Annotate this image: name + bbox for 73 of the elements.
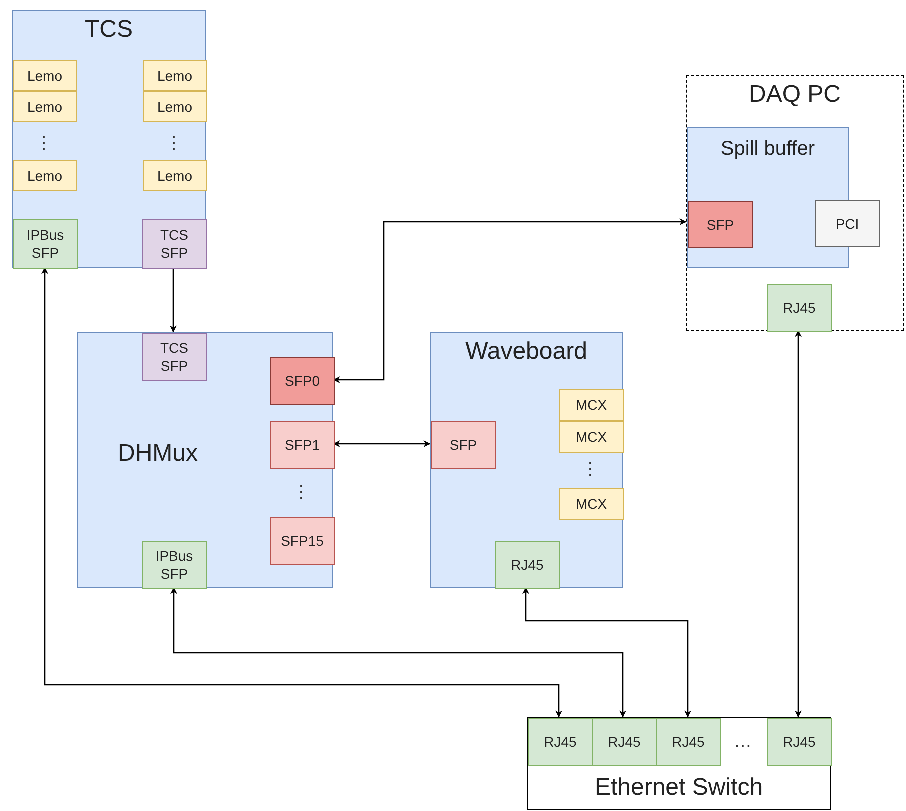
connector-port bbox=[143, 160, 207, 191]
module-box bbox=[12, 10, 206, 268]
module-box bbox=[430, 332, 623, 588]
network-port bbox=[528, 718, 593, 766]
sfp-port bbox=[270, 421, 335, 469]
connector-port bbox=[13, 60, 77, 91]
connector-arrow bbox=[795, 330, 802, 718]
connector-arrow bbox=[42, 267, 562, 718]
connector-port bbox=[559, 488, 624, 520]
node-label: MCX bbox=[574, 495, 608, 514]
network-port bbox=[142, 541, 207, 589]
node-label: RJ45 bbox=[782, 733, 817, 752]
connector-arrow bbox=[522, 587, 692, 718]
ellipsis-label: ⋮ bbox=[164, 132, 184, 155]
node-label: Lemo bbox=[26, 66, 64, 86]
node-label: TCS bbox=[84, 15, 134, 45]
connector-arrow bbox=[170, 587, 626, 718]
connector-arrow bbox=[333, 440, 431, 448]
ellipsis-label: ⋮ bbox=[34, 132, 54, 155]
sfp-port bbox=[270, 517, 335, 565]
node-label: RJ45 bbox=[510, 556, 545, 575]
connector-port bbox=[559, 389, 624, 421]
connector-port bbox=[143, 91, 207, 122]
node-label: PCI bbox=[834, 214, 860, 234]
sfp-port bbox=[270, 357, 335, 405]
network-port bbox=[656, 718, 721, 766]
node-label: Lemo bbox=[26, 166, 64, 186]
network-port bbox=[592, 718, 657, 766]
node-label: SFP bbox=[448, 436, 478, 455]
node-label: Spill buffer bbox=[720, 137, 816, 162]
switch-box bbox=[527, 717, 831, 810]
node-label: SFP15 bbox=[280, 532, 325, 551]
node-label: Lemo bbox=[156, 66, 194, 86]
network-port bbox=[495, 541, 560, 589]
network-port bbox=[767, 718, 832, 766]
node-label: SFP0 bbox=[284, 372, 321, 391]
node-label: RJ45 bbox=[782, 299, 817, 318]
sfp-port bbox=[688, 201, 753, 248]
node-label: RJ45 bbox=[543, 733, 578, 752]
sfp-port bbox=[142, 219, 207, 269]
node-label: DHMux bbox=[118, 439, 198, 469]
ellipsis-label: … bbox=[733, 730, 753, 752]
node-label: IPBus SFP bbox=[154, 547, 194, 584]
node-label: MCX bbox=[574, 396, 608, 415]
module-box bbox=[77, 332, 333, 588]
node-label: RJ45 bbox=[671, 733, 706, 752]
connector-port bbox=[13, 91, 77, 122]
node-label: Ethernet Switch bbox=[594, 773, 764, 803]
node-label: Lemo bbox=[26, 98, 64, 116]
network-port bbox=[13, 219, 78, 269]
node-label: Lemo bbox=[156, 98, 194, 116]
connector-port bbox=[143, 60, 207, 91]
ellipsis-label: ⋮ bbox=[580, 458, 600, 481]
connector-port bbox=[13, 160, 77, 191]
connector-arrow bbox=[333, 218, 687, 384]
sfp-port bbox=[142, 333, 207, 381]
node-label: SFP1 bbox=[284, 436, 321, 455]
node-label: Lemo bbox=[156, 166, 194, 186]
node-label: TCS SFP bbox=[160, 339, 190, 376]
node-label: RJ45 bbox=[607, 733, 642, 752]
node-label: MCX bbox=[574, 428, 608, 447]
node-label: SFP bbox=[706, 216, 736, 234]
dashed-group-box bbox=[686, 75, 904, 331]
network-port bbox=[767, 284, 832, 332]
ellipsis-label: ⋮ bbox=[292, 480, 312, 504]
node-label: IPBus SFP bbox=[26, 226, 66, 263]
connector-port bbox=[559, 421, 624, 453]
node-label: DAQ PC bbox=[748, 80, 842, 110]
node-label: Waveboard bbox=[464, 337, 588, 367]
node-label: TCS SFP bbox=[160, 226, 190, 263]
connector-arrow bbox=[170, 268, 177, 333]
pci-port bbox=[815, 200, 880, 247]
sfp-port bbox=[431, 421, 496, 469]
